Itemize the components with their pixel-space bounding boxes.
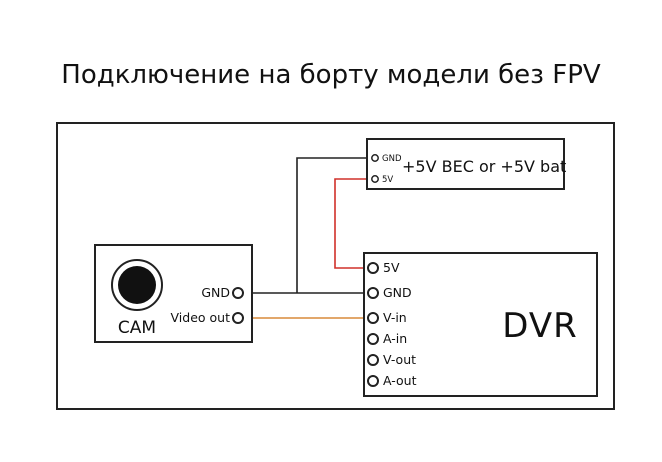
camera-pin-gnd-label: GND bbox=[201, 285, 230, 300]
dvr-pin-5v-label: 5V bbox=[383, 260, 400, 275]
dvr-pin-vin bbox=[367, 312, 379, 324]
power-pin-5v bbox=[371, 175, 379, 183]
dvr-module: DVR 5V GND V-in A-in V-out A-out bbox=[363, 252, 598, 397]
gnd-wire bbox=[243, 157, 372, 294]
power-label: +5V BEC or +5V bat bbox=[402, 157, 566, 176]
power-pin-gnd bbox=[371, 154, 379, 162]
dvr-pin-gnd-label: GND bbox=[383, 285, 412, 300]
dvr-pin-vout-label: V-out bbox=[383, 352, 416, 367]
camera-pin-gnd bbox=[232, 287, 244, 299]
dvr-pin-vout bbox=[367, 354, 379, 366]
camera-pin-video bbox=[232, 312, 244, 324]
power-module: GND 5V +5V BEC or +5V bat bbox=[366, 138, 566, 190]
dvr-pin-aout bbox=[367, 375, 379, 387]
camera-lens-inner-icon bbox=[118, 266, 156, 304]
page-title: Подключение на борту модели без FPV bbox=[61, 60, 601, 90]
5v-wire bbox=[334, 178, 373, 269]
dvr-pin-vin-label: V-in bbox=[383, 310, 407, 325]
camera-module: CAM GND Video out bbox=[94, 244, 253, 343]
dvr-pin-5v bbox=[367, 262, 379, 274]
camera-label: CAM bbox=[118, 318, 156, 338]
dvr-pin-ain-label: A-in bbox=[383, 331, 407, 346]
dvr-label: DVR bbox=[502, 306, 577, 346]
camera-pin-video-label: Video out bbox=[171, 310, 231, 325]
power-pin-5v-label: 5V bbox=[382, 175, 393, 185]
power-pin-gnd-label: GND bbox=[382, 154, 402, 164]
dvr-pin-gnd bbox=[367, 287, 379, 299]
dvr-pin-ain bbox=[367, 333, 379, 345]
outer-frame bbox=[56, 122, 615, 410]
dvr-pin-aout-label: A-out bbox=[383, 373, 417, 388]
